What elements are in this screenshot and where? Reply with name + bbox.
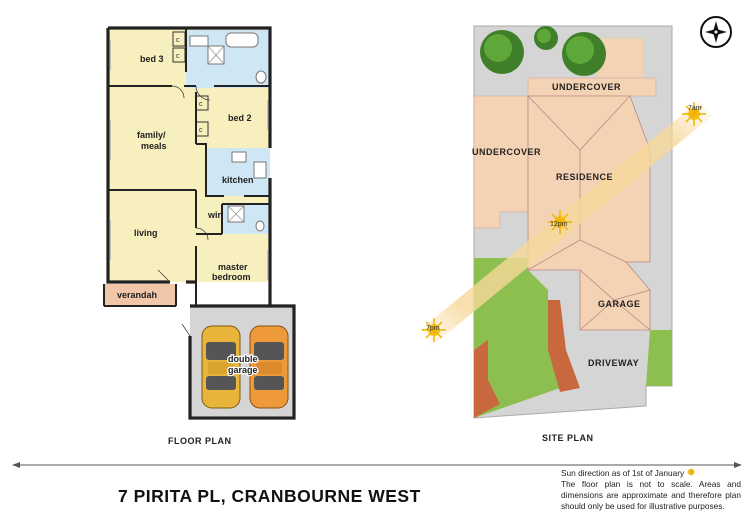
cupboard-label: c (176, 53, 180, 60)
front-lawn (474, 258, 560, 418)
tree-icon (534, 26, 558, 50)
site-label-undercover-rear: UNDERCOVER (552, 82, 621, 92)
verandah-area (104, 284, 176, 306)
room-label-bedroom: bedroom (212, 272, 251, 282)
floor-plan: bed 3 bed 2 family/ meals kitchen wir li… (103, 26, 296, 446)
car-left-icon (201, 325, 241, 409)
windows (109, 40, 269, 280)
vanity (189, 35, 209, 47)
garden-bed (474, 340, 500, 418)
property-address: 7 PIRITA PL, CRANBOURNE WEST (118, 486, 421, 506)
room-label-bed3: bed 3 (140, 54, 164, 64)
tree-icon (480, 30, 524, 74)
sun-path (420, 100, 712, 346)
sun-time-noon: 12pm (550, 221, 568, 228)
room-label-living: living (134, 228, 158, 238)
cupboard-label: c (199, 101, 203, 108)
site-label-driveway: DRIVEWAY (588, 358, 639, 368)
floor-plan-heading: FLOOR PLAN (168, 436, 232, 446)
door-swings (157, 85, 211, 337)
bathtub (225, 32, 259, 48)
cooktop (253, 161, 267, 179)
toilet (255, 70, 267, 84)
cupboard-label: c (199, 127, 203, 134)
room-label-master: master (218, 262, 248, 272)
side-lawn (646, 330, 672, 386)
site-plan-heading: SITE PLAN (542, 433, 594, 443)
tree-icon (562, 32, 606, 76)
sun-time-morning: 7am (688, 105, 702, 112)
sun-time-evening: 7pm (426, 325, 440, 332)
site-plan: 7am 12pm 7pm UNDERCOVER UNDERCOVER RESID… (420, 25, 712, 443)
interior-walls (103, 28, 270, 307)
room-label-garage: garage (228, 365, 258, 375)
sun-note: Sun direction as of 1st of January (561, 468, 685, 478)
room-label-wir: wir (207, 210, 222, 220)
room-label-bed2: bed 2 (228, 113, 252, 123)
ensuite-toilet (255, 220, 265, 232)
walls (106, 26, 296, 420)
site-label-undercover-side: UNDERCOVER (472, 147, 541, 157)
car-right-icon (249, 325, 289, 409)
room-label-meals: meals (141, 141, 167, 151)
sun-icon (422, 318, 446, 342)
sun-icon: ✹ (686, 467, 696, 479)
room-label-family: family/ (137, 130, 166, 140)
room-label-verandah: verandah (117, 290, 157, 300)
sink (231, 151, 247, 163)
cupboard-label: c (176, 37, 180, 44)
sun-icon (548, 210, 572, 234)
garden-bed (548, 300, 580, 392)
page-divider (12, 462, 742, 468)
room-label-double: double (228, 354, 258, 364)
plan-notes: Sun direction as of 1st of January ✹ The… (561, 468, 741, 512)
site-label-residence: RESIDENCE (556, 172, 613, 182)
compass-icon (700, 16, 732, 48)
disclaimer: The floor plan is not to scale. Areas an… (561, 479, 741, 511)
site-label-garage: GARAGE (598, 299, 641, 309)
roof-ridges (527, 95, 651, 331)
undercover-side (473, 95, 529, 229)
room-label-kitchen: kitchen (222, 175, 254, 185)
sun-icon (682, 102, 706, 126)
